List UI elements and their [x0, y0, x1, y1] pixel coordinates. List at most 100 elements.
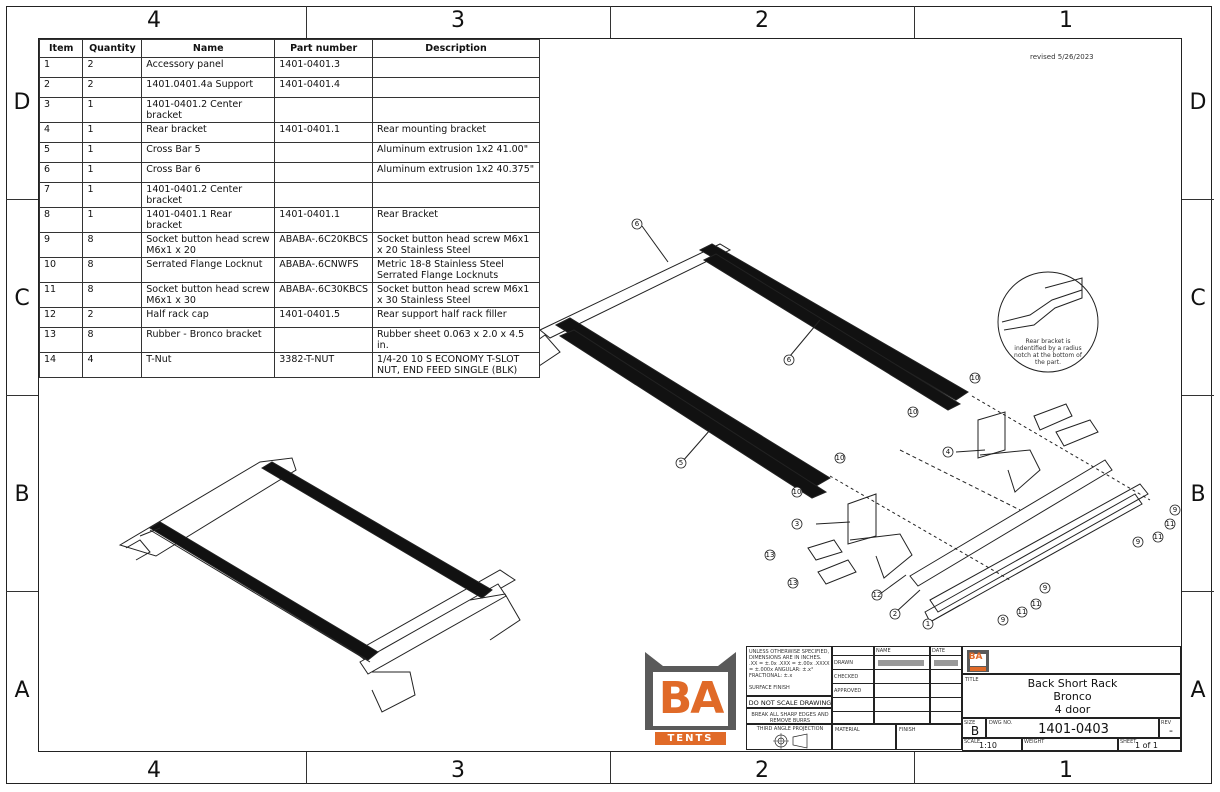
bom-cell-item: 9	[38, 232, 84, 258]
zone-divider	[610, 752, 611, 784]
balloon-label: 12	[872, 591, 882, 599]
title-cell: TITLE Back Short Rack Bronco 4 door	[962, 674, 1181, 718]
bom-cell-quantity: 4	[82, 352, 143, 378]
bom-cell-quantity: 2	[82, 57, 143, 78]
bom-cell-part-number: 1401-0401.5	[274, 307, 374, 328]
tolerance-text: UNLESS OTHERWISE SPECIFIED, DIMENSIONS A…	[749, 649, 830, 679]
bom-header-name: Name	[141, 39, 276, 58]
break-edges-box: BREAK ALL SHARP EDGES AND REMOVE BURRS	[746, 708, 832, 724]
zone-top-1: 1	[1059, 8, 1073, 33]
bom-cell-description	[372, 57, 540, 78]
bom-cell-part-number: 1401-0401.3	[274, 57, 374, 78]
title-text: Back Short Rack Bronco 4 door	[963, 677, 1182, 716]
finish-box: FINISH	[896, 724, 962, 750]
zone-left-C: C	[14, 286, 30, 311]
bom-cell-name: Half rack cap	[141, 307, 276, 328]
bom-cell-quantity: 2	[82, 307, 143, 328]
balloon-label: 2	[892, 610, 898, 618]
bom-cell-part-number	[274, 327, 374, 353]
zone-bottom-3: 3	[451, 758, 465, 783]
name-column	[874, 646, 930, 724]
bom-cell-quantity: 1	[82, 207, 143, 233]
rubber-pad	[817, 559, 857, 585]
projection-text: THIRD ANGLE PROJECTION	[756, 726, 824, 732]
balloon-label: 9	[1135, 538, 1141, 546]
balloon-label: 9	[1000, 616, 1006, 624]
title-line-3: 4 door	[1054, 703, 1091, 716]
bom-cell-name: Accessory panel	[141, 57, 276, 78]
bom-cell-name: 1401-0401.1 Rear bracket	[141, 207, 276, 233]
bom-cell-description: Metric 18-8 Stainless Steel Serrated Fla…	[372, 257, 540, 283]
material-label: MATERIAL	[835, 727, 860, 733]
sheet-value: 1 of 1	[1135, 741, 1158, 750]
bom-cell-description	[372, 182, 540, 208]
zone-bottom-1: 1	[1059, 758, 1073, 783]
tolerance-box: UNLESS OTHERWISE SPECIFIED, DIMENSIONS A…	[746, 646, 832, 696]
bom-cell-item: 6	[38, 162, 84, 183]
balloon-label: 6	[786, 356, 792, 364]
bom-header-part-number: Part number	[274, 39, 374, 58]
zone-right-C: C	[1190, 286, 1206, 311]
bom-cell-description: Rear Bracket	[372, 207, 540, 233]
zone-divider	[306, 752, 307, 784]
bom-cell-name: Rubber - Bronco bracket	[141, 327, 276, 353]
material-box: MATERIAL	[832, 724, 896, 750]
title-line-2: Bronco	[1053, 690, 1092, 703]
balloon-label: 11	[1153, 533, 1163, 541]
weight-cell: WEIGHT	[1022, 738, 1118, 751]
bom-cell-item: 13	[38, 327, 84, 353]
bom-cell-item: 3	[38, 97, 84, 123]
balloon-label: 13	[765, 551, 775, 559]
bom-cell-part-number: 1401-0401.1	[274, 122, 374, 143]
small-logo-icon	[967, 650, 989, 672]
bom-cell-part-number	[274, 162, 374, 183]
zone-left-B: B	[14, 482, 30, 507]
size-label: SIZE	[964, 720, 976, 726]
bom-cell-quantity: 8	[82, 257, 143, 283]
bom-cell-name: 1401-0401.2 Center bracket	[141, 182, 276, 208]
zone-left-A: A	[14, 678, 30, 703]
bom-header-item: Item	[38, 39, 84, 58]
size-value: B	[970, 724, 980, 738]
exploded-bar-6	[509, 243, 969, 411]
rubber-pad	[1055, 419, 1099, 447]
bom-cell-name: 1401.0401.4a Support	[141, 77, 276, 98]
bom-cell-item: 10	[38, 257, 84, 283]
bom-cell-part-number	[274, 182, 374, 208]
bom-cell-item: 2	[38, 77, 84, 98]
zone-divider	[306, 6, 307, 38]
balloon-label: 10	[792, 488, 802, 496]
bom-cell-quantity: 8	[82, 327, 143, 353]
balloon-label: 13	[788, 579, 798, 587]
bom-cell-name: Rear bracket	[141, 122, 276, 143]
drawn-name-redacted	[878, 660, 924, 666]
bom-cell-item: 8	[38, 207, 84, 233]
bom-cell-part-number	[274, 97, 374, 123]
accessory-panel	[909, 459, 1149, 623]
date-column	[930, 646, 962, 724]
bom-header-description: Description	[372, 39, 540, 58]
rubber-pad	[1033, 403, 1073, 431]
zone-left-D: D	[13, 90, 31, 115]
grid-line	[832, 711, 962, 712]
bom-cell-item: 11	[38, 282, 84, 308]
bom-cell-quantity: 1	[82, 162, 143, 183]
bom-cell-description: 1/4-20 10 S ECONOMY T-SLOT NUT, END FEED…	[372, 352, 540, 378]
zone-right-B: B	[1190, 482, 1206, 507]
balloon-label: 10	[908, 408, 918, 416]
company-logo: BA TENTS	[643, 650, 738, 746]
bom-cell-quantity: 1	[82, 97, 143, 123]
name-label: NAME	[876, 648, 891, 654]
bom-cell-part-number: ABABA-.6CNWFS	[274, 257, 374, 283]
bom-cell-quantity: 8	[82, 232, 143, 258]
title-label: TITLE	[965, 677, 979, 683]
bom-cell-item: 14	[38, 352, 84, 378]
